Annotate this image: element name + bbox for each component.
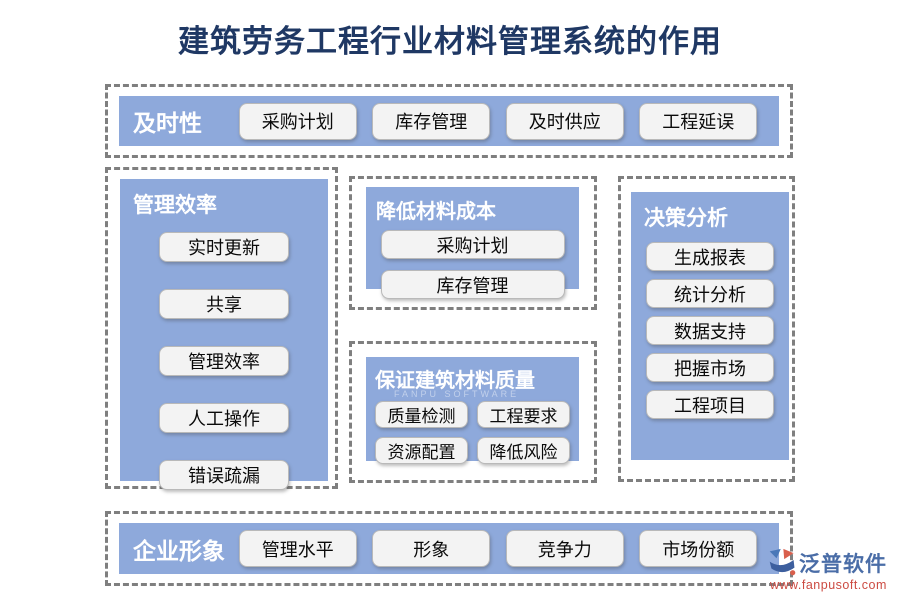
pill-engineering-project: 工程项目 xyxy=(646,390,774,419)
pill-image: 形象 xyxy=(372,530,491,567)
timeliness-pills: 采购计划 库存管理 及时供应 工程延误 xyxy=(231,102,765,140)
pill-report-generation: 生成报表 xyxy=(646,242,774,271)
pill-errors-omissions: 错误疏漏 xyxy=(159,460,289,490)
timeliness-title: 及时性 xyxy=(133,110,202,136)
pill-management-efficiency: 管理效率 xyxy=(159,346,289,376)
pill-purchase-plan: 采购计划 xyxy=(380,230,565,259)
section-efficiency: 管理效率 实时更新 共享 管理效率 人工操作 错误疏漏 xyxy=(105,167,338,490)
pill-quality-inspection: 质量检测 xyxy=(375,401,468,428)
quality-panel: FANPU SOFTWARE 保证建筑材料质量 质量检测 工程要求 资源配置 降… xyxy=(366,357,579,464)
pill-purchase-plan: 采购计划 xyxy=(238,102,357,140)
vendor-name: 泛普软件 xyxy=(799,553,887,576)
efficiency-pills: 实时更新 共享 管理效率 人工操作 错误疏漏 xyxy=(120,232,328,490)
pill-timely-supply: 及时供应 xyxy=(505,102,624,140)
pill-manual-operation: 人工操作 xyxy=(159,403,289,433)
cost-title: 降低材料成本 xyxy=(376,201,496,223)
pill-grasp-market: 把握市场 xyxy=(646,353,774,382)
quality-pills: 质量检测 工程要求 资源配置 降低风险 xyxy=(366,393,579,464)
pill-realtime-update: 实时更新 xyxy=(159,232,289,262)
timeliness-bar: 及时性 采购计划 库存管理 及时供应 工程延误 xyxy=(119,96,779,146)
corporate-pills: 管理水平 形象 竞争力 市场份额 xyxy=(231,530,765,567)
vendor-brand: 泛普软件 www.fanpusoft.com xyxy=(768,545,896,597)
pill-inventory-management: 库存管理 xyxy=(372,102,491,140)
pill-data-support: 数据支持 xyxy=(646,316,774,345)
pill-competitiveness: 竞争力 xyxy=(505,530,624,567)
pill-resource-allocation: 资源配置 xyxy=(375,437,468,464)
section-quality: FANPU SOFTWARE 保证建筑材料质量 质量检测 工程要求 资源配置 降… xyxy=(349,341,597,483)
pill-statistical-analysis: 统计分析 xyxy=(646,279,774,308)
section-timeliness: 及时性 采购计划 库存管理 及时供应 工程延误 xyxy=(105,84,793,158)
efficiency-title: 管理效率 xyxy=(133,194,217,217)
cost-panel: 降低材料成本 采购计划 库存管理 xyxy=(366,187,579,299)
section-cost: 降低材料成本 采购计划 库存管理 xyxy=(349,176,597,310)
section-corporate: 企业形象 管理水平 形象 竞争力 市场份额 xyxy=(105,511,793,586)
pill-sharing: 共享 xyxy=(159,289,289,319)
pill-project-delay: 工程延误 xyxy=(639,102,758,140)
pill-market-share: 市场份额 xyxy=(639,530,758,567)
decision-title: 决策分析 xyxy=(644,207,728,230)
efficiency-panel: 管理效率 实时更新 共享 管理效率 人工操作 错误疏漏 xyxy=(120,179,328,490)
fanpu-logo-icon xyxy=(768,547,797,583)
corporate-title: 企业形象 xyxy=(133,537,225,564)
page-title: 建筑劳务工程行业材料管理系统的作用 xyxy=(178,24,722,59)
pill-management-level: 管理水平 xyxy=(238,530,357,567)
pill-inventory-management: 库存管理 xyxy=(380,270,565,299)
quality-title: 保证建筑材料质量 xyxy=(375,370,535,392)
vendor-url: www.fanpusoft.com xyxy=(770,578,887,592)
section-decision: 决策分析 生成报表 统计分析 数据支持 把握市场 工程项目 xyxy=(618,176,795,482)
corporate-bar: 企业形象 管理水平 形象 竞争力 市场份额 xyxy=(119,523,779,574)
pill-risk-reduction: 降低风险 xyxy=(477,437,570,464)
pill-project-requirements: 工程要求 xyxy=(477,401,570,428)
cost-pills: 采购计划 库存管理 xyxy=(366,230,579,299)
decision-pills: 生成报表 统计分析 数据支持 把握市场 工程项目 xyxy=(631,242,789,419)
decision-panel: 决策分析 生成报表 统计分析 数据支持 把握市场 工程项目 xyxy=(631,192,789,460)
